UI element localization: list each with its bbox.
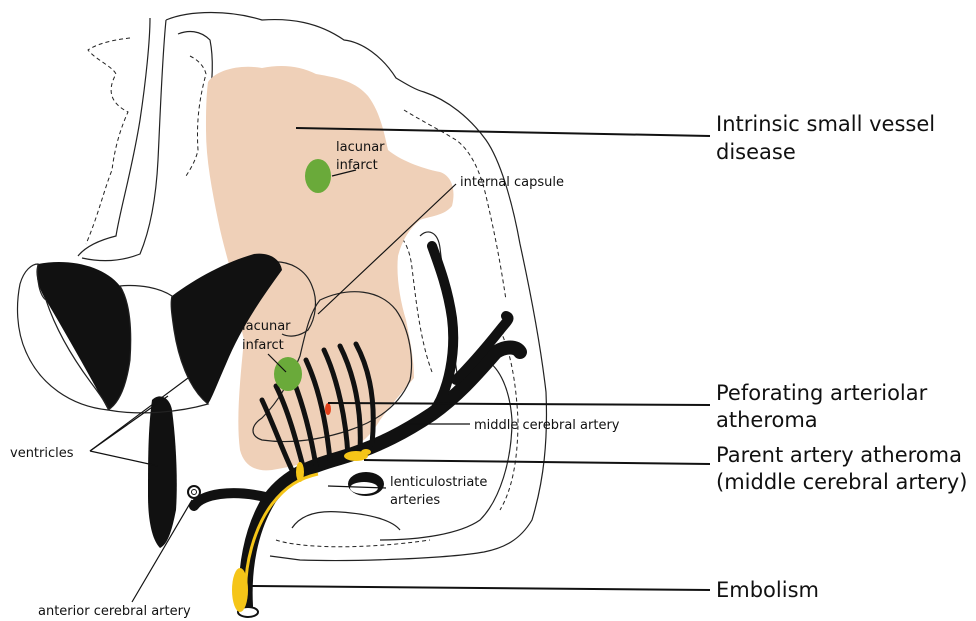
label-lenticulostriate-line-2: arteries (390, 493, 440, 508)
label-intrinsic-line-2: disease (716, 140, 796, 164)
label-lenticulostriate-line-1: lenticulostriate (390, 475, 487, 490)
lacunar-infarct-top (305, 159, 331, 193)
label-lacunar-mid-line-2: infarct (242, 338, 284, 353)
label-lacunar-top-line-2: infarct (336, 158, 378, 173)
label-embolism: Embolism (716, 578, 819, 602)
label-intrinsic-line-1: Intrinsic small vessel (716, 112, 935, 136)
lacunar-infarct-mid (274, 357, 302, 391)
label-parent-line-1: Parent artery atheroma (716, 443, 962, 467)
label-middle-cerebral-artery: middle cerebral artery (474, 418, 620, 433)
label-perforating-line-1: Peforating arteriolar (716, 381, 928, 405)
left-cortex-outline (78, 18, 150, 256)
label-lenticulostriate-arteries: lenticulostriate arteries (390, 475, 492, 508)
label-perforating-line-2: atheroma (716, 408, 818, 432)
label-perforating-atheroma: Peforating arteriolar atheroma (716, 381, 934, 432)
label-anterior-cerebral-artery: anterior cerebral artery (38, 604, 191, 619)
label-internal-capsule: internal capsule (460, 175, 564, 190)
label-lacunar-top-line-1: lacunar (336, 140, 385, 155)
label-parent-artery-atheroma: Parent artery atheroma (middle cerebral … (716, 443, 969, 494)
label-intrinsic-small-vessel: Intrinsic small vessel disease (716, 112, 942, 164)
label-parent-line-2: (middle cerebral artery) (716, 470, 967, 494)
label-lacunar-mid-line-1: lacunar (242, 319, 291, 334)
label-ventricles: ventricles (10, 446, 74, 461)
perforating-atheroma-mark (325, 403, 331, 415)
